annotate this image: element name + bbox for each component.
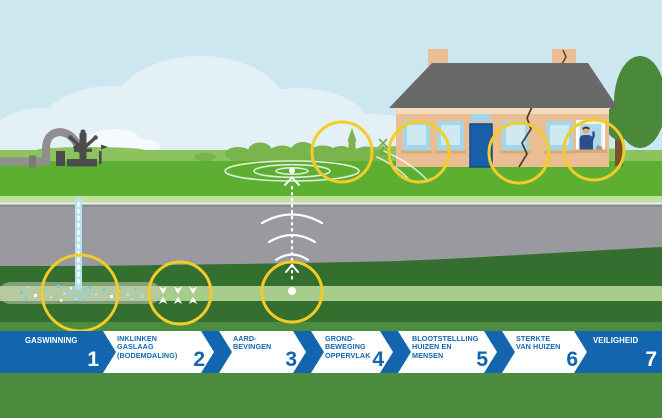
highlight-ground-movement <box>310 120 374 184</box>
process-ribbon: GASWINNING 1 INKLINKEN GASLAAG (BODEMDAL… <box>0 331 662 373</box>
earthquake-hypocenter-icon <box>288 287 296 295</box>
step-number: 1 <box>87 348 99 371</box>
step-4-grondbeweging-oppervlak: GROND- BEWEGING OPPERVLAK 4 <box>311 331 393 373</box>
step-number: 3 <box>285 348 297 371</box>
soil-grey-layer <box>0 204 662 266</box>
front-door <box>469 123 493 168</box>
chimney-right <box>552 49 576 66</box>
step-number: 7 <box>645 348 657 371</box>
step-number: 2 <box>193 348 205 371</box>
highlight-person <box>562 118 626 182</box>
transom-window <box>471 114 491 122</box>
cracked-wall-icon <box>518 106 533 168</box>
tree-icon <box>605 56 662 166</box>
chimney-left <box>428 49 448 66</box>
step-label: STERKTE VAN HUIZEN <box>516 334 561 352</box>
topsoil-strip <box>0 196 662 203</box>
step-label: GROND- BEWEGING OPPERVLAK <box>325 334 371 360</box>
seismic-waves-icon <box>260 167 324 295</box>
epicenter-dot <box>289 167 295 174</box>
step-label: GASWINNING <box>25 336 78 345</box>
person-at-window-icon <box>575 120 607 153</box>
step-5-blootstelling-huizen-en-mensen: BLOOTSTELLLING HUIZEN EN MENSEN 5 <box>398 331 497 373</box>
compaction-arrows-icon <box>158 286 198 304</box>
windmill-icon <box>378 138 388 155</box>
step-number: 6 <box>566 348 578 371</box>
cracked-chimney-icon <box>561 49 567 65</box>
window-icon <box>401 121 575 154</box>
step-label: VEILIGHEID <box>593 336 639 345</box>
step-number: 4 <box>372 348 384 371</box>
step-number: 5 <box>476 348 488 371</box>
step-7-veiligheid: VEILIGHEID 7 <box>587 331 662 373</box>
well-bore <box>68 197 94 299</box>
highlight-exposure <box>387 120 451 184</box>
step-2-inklinken-gaslaag: INKLINKEN GASLAAG (BODEMDALING) 2 <box>103 331 214 373</box>
step-label: BLOOTSTELLLING HUIZEN EN MENSEN <box>412 334 479 360</box>
soil-hairline <box>0 202 662 205</box>
gas-well-icon <box>0 127 108 168</box>
step-3-aardbevingen: AARD- BEVINGEN 3 <box>219 331 306 373</box>
step-1-gaswinning: GASWINNING 1 <box>0 331 103 373</box>
step-6-sterkte-van-huizen: STERKTE VAN HUIZEN 6 <box>502 331 587 373</box>
step-label: AARD- BEVINGEN <box>233 334 272 352</box>
gas-reservoir-layer <box>0 286 662 301</box>
step-label: INKLINKEN GASLAAG (BODEMDALING) <box>117 334 178 360</box>
house-icon <box>389 49 618 168</box>
highlight-hypocenter <box>260 260 324 324</box>
roof <box>389 63 618 108</box>
highlight-wall-crack <box>487 121 551 185</box>
house-cornice <box>396 106 609 114</box>
highlight-compaction <box>147 260 213 326</box>
